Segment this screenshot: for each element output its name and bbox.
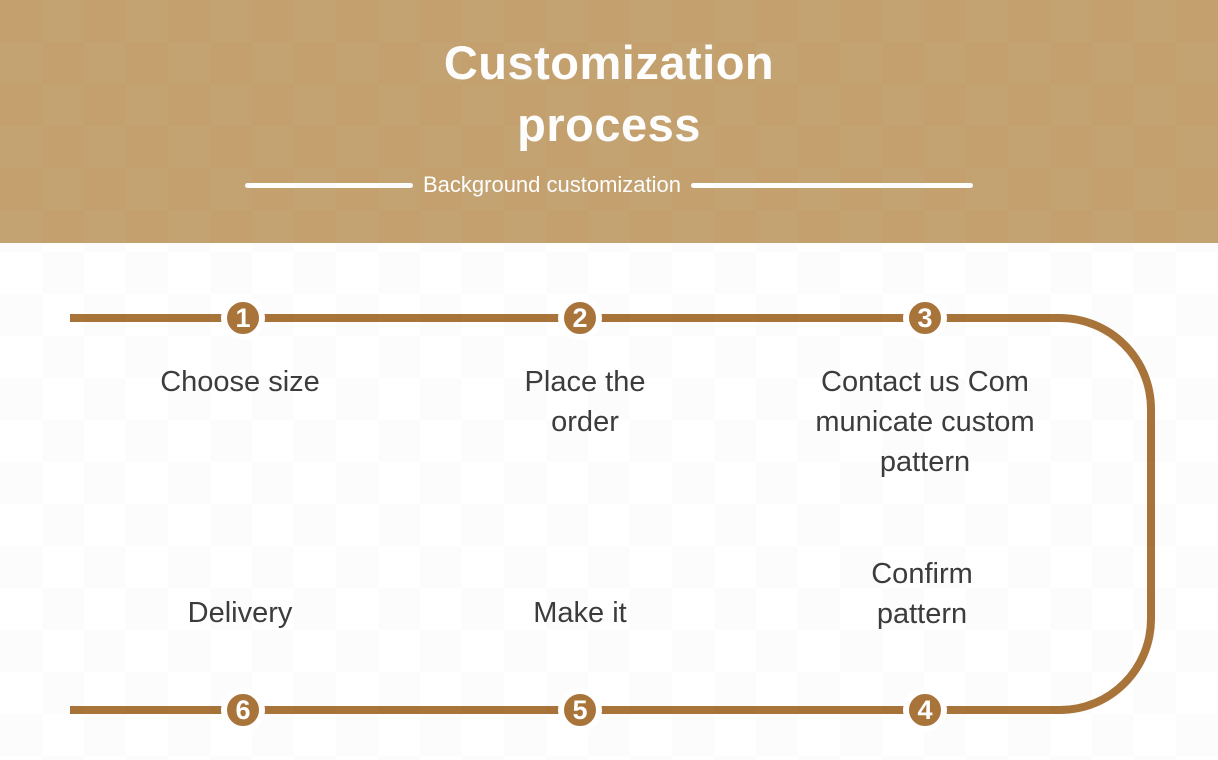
page-title-line-2: process [517, 98, 701, 152]
header-banner: Customization process Background customi… [0, 0, 1218, 243]
step-5-number-badge: 5 [558, 688, 602, 732]
subtitle-text: Background customization [422, 172, 682, 197]
step-6-label: Delivery [187, 597, 293, 629]
step-6-number: 6 [235, 694, 251, 725]
step-1-label: Choose size [160, 366, 320, 398]
step-2-number: 2 [572, 302, 588, 333]
step-3-number-badge: 3 [903, 296, 947, 340]
page-title: Customization process [0, 0, 1218, 156]
step-4-label: Confirm pattern [871, 558, 973, 631]
step-3-number: 3 [917, 302, 933, 333]
step-1-number: 1 [235, 302, 251, 333]
divider-line-left [244, 182, 413, 188]
subtitle-divider: Background customization [0, 172, 1218, 198]
step-5-number: 5 [572, 694, 588, 725]
step-4-number: 4 [917, 694, 933, 725]
step-2-label: Place the order [524, 366, 646, 439]
step-2-number-badge: 2 [558, 296, 602, 340]
step-3-label: Contact us Com municate custom pattern [815, 366, 1035, 479]
step-6-number-badge: 6 [221, 688, 265, 732]
step-4-number-badge: 4 [903, 688, 947, 732]
divider-line-right [691, 182, 974, 188]
page-title-line-1: Customization [443, 36, 775, 89]
step-5-label: Make it [533, 597, 627, 629]
flow-connector-line [70, 314, 1155, 714]
step-1-number-badge: 1 [221, 296, 265, 340]
